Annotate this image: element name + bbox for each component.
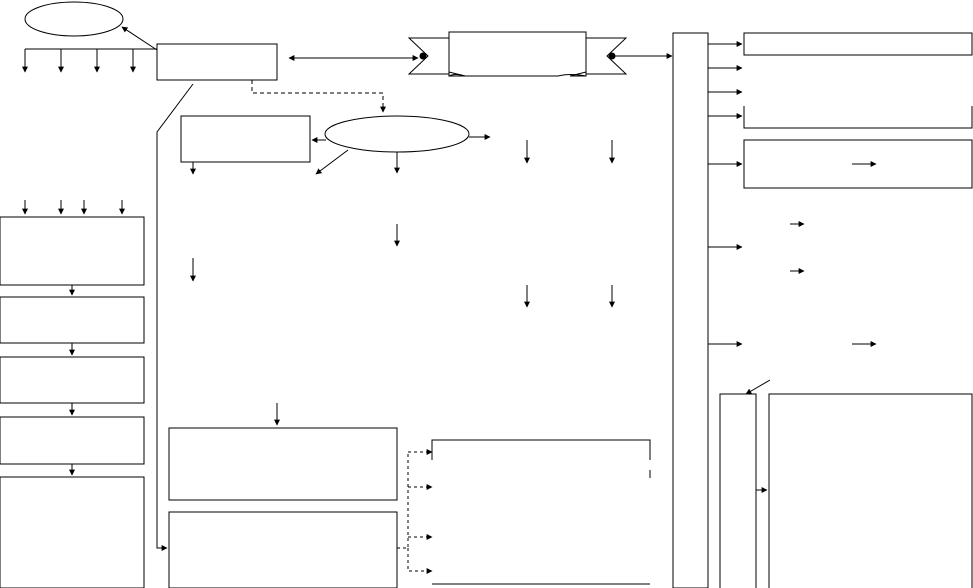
banner-shape [407, 31, 628, 77]
connector-left-long [156, 83, 194, 551]
box-lower-right-outline [431, 439, 651, 460]
box-right-2 [743, 106, 973, 129]
box-bottom-right-narrow [719, 393, 757, 588]
arrow-diag-right-lower [745, 379, 771, 395]
box-left-2 [0, 296, 145, 344]
box-left-1 [0, 216, 145, 286]
box-left-5 [0, 476, 145, 588]
arrow-diag-down-left [315, 149, 349, 175]
box-lower-center-1 [168, 427, 398, 501]
box-center-left [180, 115, 311, 163]
dashed-connector-center [251, 80, 386, 113]
dashed-branch-lower [397, 452, 409, 549]
box-left-3 [0, 356, 145, 404]
box-bottom-right-wide [768, 393, 973, 588]
ellipse-top-left [24, 1, 124, 37]
arrow-to-ellipse [121, 26, 158, 51]
box-lower-center-2 [168, 511, 398, 588]
dashed-arrow-4 [407, 548, 433, 574]
box-right-1 [743, 32, 973, 56]
box-left-4 [0, 416, 145, 465]
box-top-main [156, 43, 278, 81]
column-right-tall [672, 32, 709, 588]
box-right-3 [743, 139, 973, 189]
ellipse-center [324, 115, 470, 153]
